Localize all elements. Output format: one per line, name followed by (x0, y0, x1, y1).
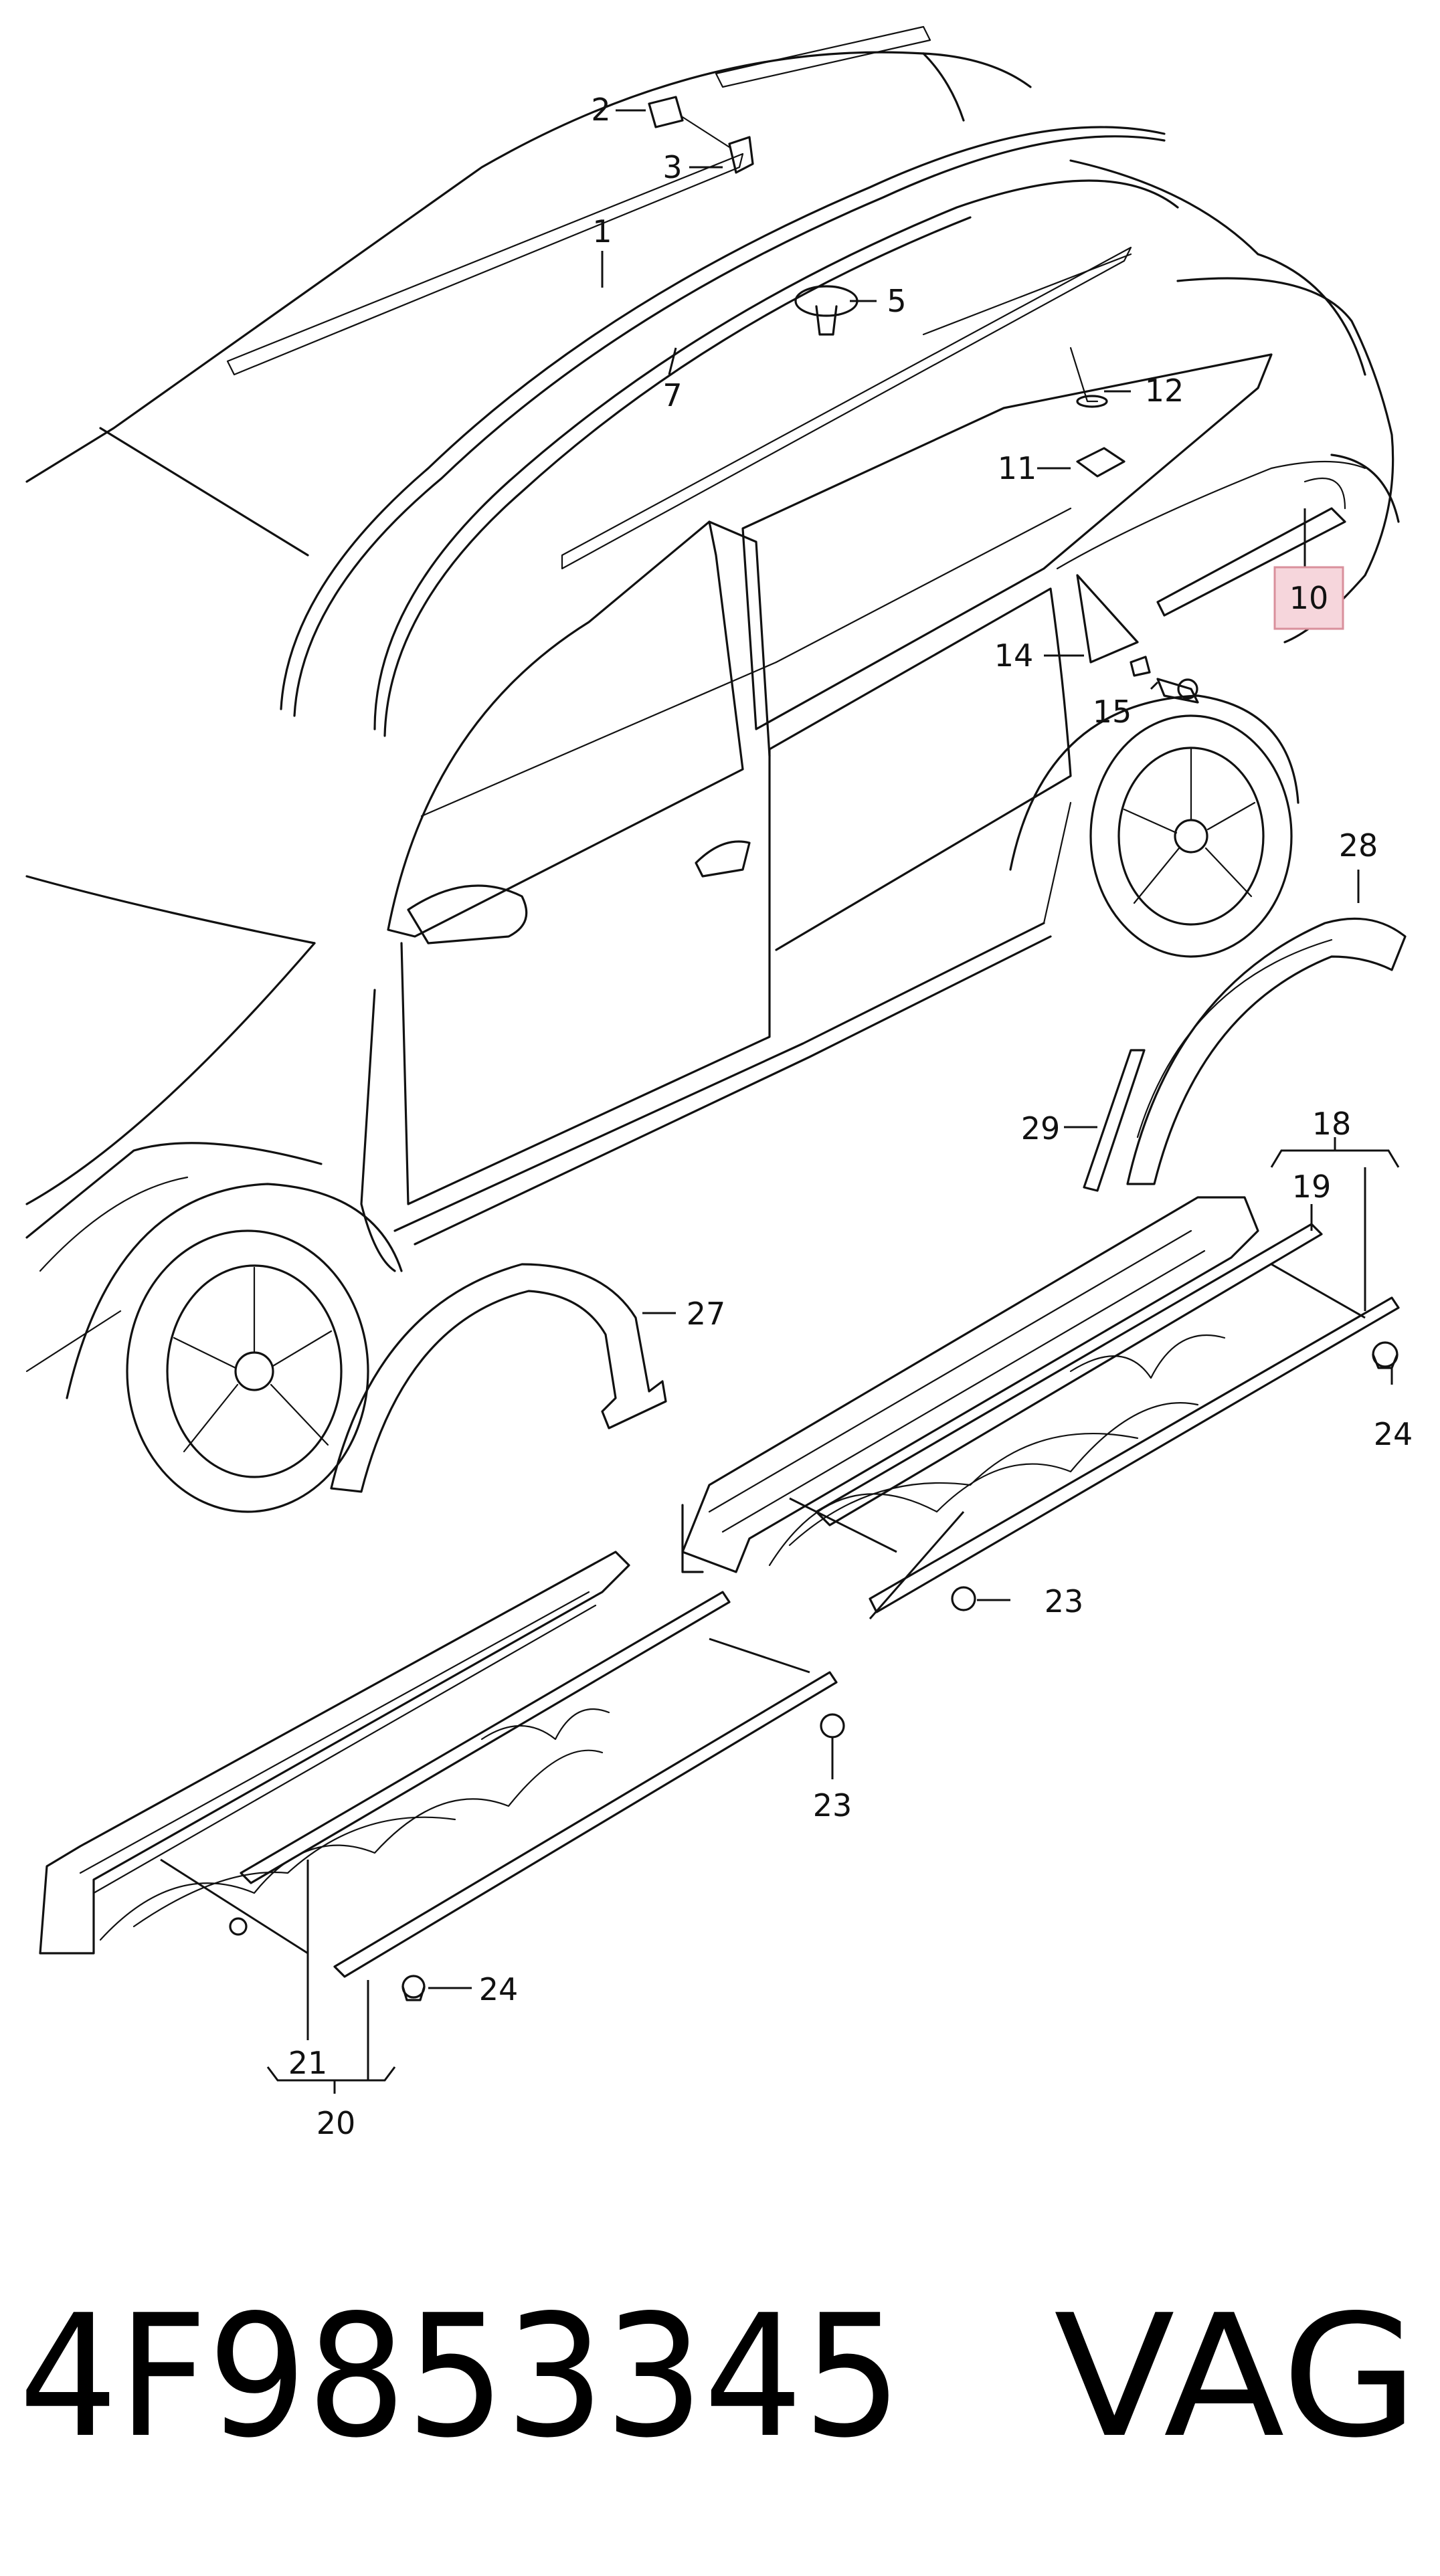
vehicle-body-drawing (25, 25, 1400, 1513)
callout-3: 3 (662, 149, 682, 185)
clip-parts (229, 1341, 1399, 2001)
callout-18: 18 (1312, 1106, 1352, 1142)
callout-labels: 1 2 3 5 7 10 11 12 14 15 18 19 20 21 23 … (288, 92, 1413, 2141)
callout-12: 12 (1145, 373, 1184, 409)
front-sill-assembly (39, 1551, 838, 1978)
callout-10: 10 (1289, 580, 1329, 616)
callout-19: 19 (1292, 1169, 1332, 1205)
leader-lines (266, 109, 1400, 2094)
brand-label: VAG (1054, 2279, 1419, 2475)
highlight-box-part-10 (1273, 566, 1344, 630)
callout-11: 11 (998, 450, 1037, 486)
rear-sill-assembly (681, 1196, 1400, 1619)
callout-1: 1 (592, 213, 612, 250)
wheel-arch-trims (330, 917, 1407, 1493)
callout-15: 15 (1093, 694, 1132, 730)
callout-29: 29 (1021, 1110, 1061, 1147)
callout-23b: 23 (813, 1787, 852, 1823)
fastener-parts (648, 96, 1199, 704)
callout-2: 2 (591, 92, 610, 128)
callout-27: 27 (687, 1296, 726, 1332)
callout-20: 20 (317, 2105, 356, 2141)
callout-21: 21 (288, 2045, 328, 2081)
callout-14: 14 (994, 637, 1034, 674)
callout-28: 28 (1339, 827, 1378, 864)
callout-24b: 24 (479, 1971, 519, 2007)
callout-24a: 24 (1374, 1416, 1413, 1452)
callout-5: 5 (887, 283, 906, 319)
part-number: 4F9853345 (19, 2279, 902, 2475)
callout-7: 7 (662, 377, 682, 413)
callout-23a: 23 (1045, 1583, 1084, 1619)
